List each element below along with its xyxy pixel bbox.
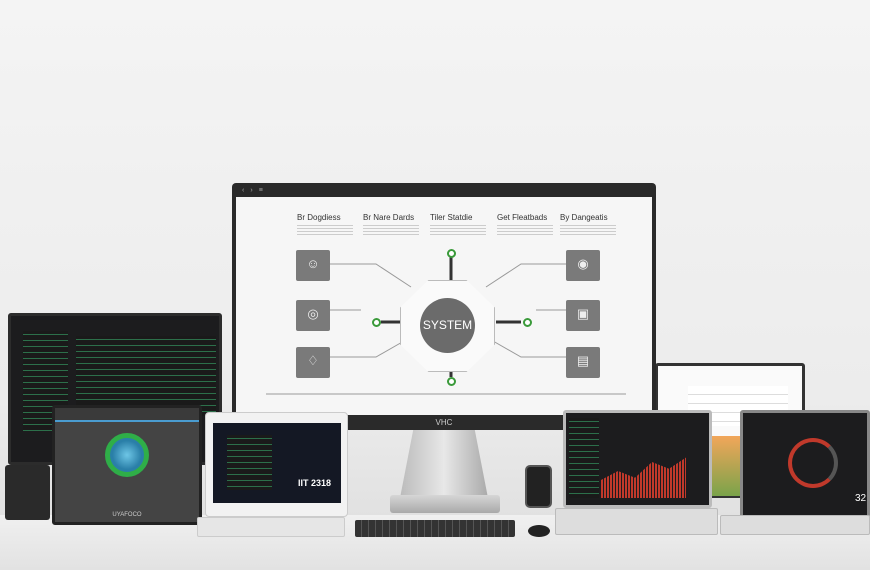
menu-icon[interactable]: ≡ — [258, 186, 263, 194]
tablet: UYAFOCO — [52, 405, 202, 525]
connector-lines — [266, 257, 626, 395]
bar-chart — [601, 457, 686, 498]
heading-2: Br Nare Dards — [363, 213, 433, 235]
node-brain-icon[interactable]: ◉ — [566, 250, 600, 281]
smartwatch — [525, 465, 552, 508]
back-icon[interactable]: ‹ — [242, 186, 245, 194]
ring-graphic — [788, 438, 838, 488]
readout: 32 — [855, 493, 867, 504]
mouse[interactable] — [528, 525, 550, 537]
right-laptop-keyboard[interactable] — [720, 515, 870, 535]
node-globe-icon[interactable]: ◎ — [296, 300, 330, 331]
monitor-stand-base — [390, 495, 500, 513]
globe-graphic — [105, 433, 149, 477]
node-dot-left — [372, 318, 381, 327]
chart-laptop-keyboard[interactable] — [555, 508, 718, 535]
system-core[interactable]: SYSTEM — [420, 298, 475, 353]
right-laptop: 32 — [740, 410, 870, 518]
node-dot-right — [523, 318, 532, 327]
heading-1: Br Dogdiess — [297, 213, 367, 235]
node-shield-icon[interactable]: ▣ — [566, 300, 600, 331]
left-laptop: IIT 2318 — [205, 412, 348, 517]
speaker — [5, 465, 50, 520]
node-dot-top — [447, 249, 456, 258]
heading-5: By Dangeatis — [560, 213, 630, 235]
code-panel — [569, 418, 599, 498]
heading-3: Tiler Statdie — [430, 213, 500, 235]
browser-toolbar: ‹ › ≡ — [232, 183, 656, 197]
monitor-brand: VHC — [435, 418, 453, 427]
node-device-icon[interactable]: ▤ — [566, 347, 600, 378]
node-user-icon[interactable]: ☺ — [296, 250, 330, 281]
code-panel — [227, 435, 272, 490]
forward-icon[interactable]: › — [250, 186, 253, 194]
left-laptop-keyboard[interactable] — [197, 517, 345, 537]
laptop-screen: IIT 2318 — [213, 423, 341, 503]
tablet-brand: UYAFOCO — [112, 512, 142, 518]
tablet-toolbar — [55, 408, 199, 422]
chart-laptop — [563, 410, 712, 508]
monitor-stand-neck — [400, 430, 488, 498]
keyboard[interactable] — [355, 520, 515, 537]
node-dot-bottom — [447, 377, 456, 386]
code-editor — [76, 336, 216, 416]
heading-4: Get Fleatbads — [497, 213, 567, 235]
node-pin-icon[interactable]: ♢ — [296, 347, 330, 378]
readout: IIT 2318 — [298, 478, 332, 488]
